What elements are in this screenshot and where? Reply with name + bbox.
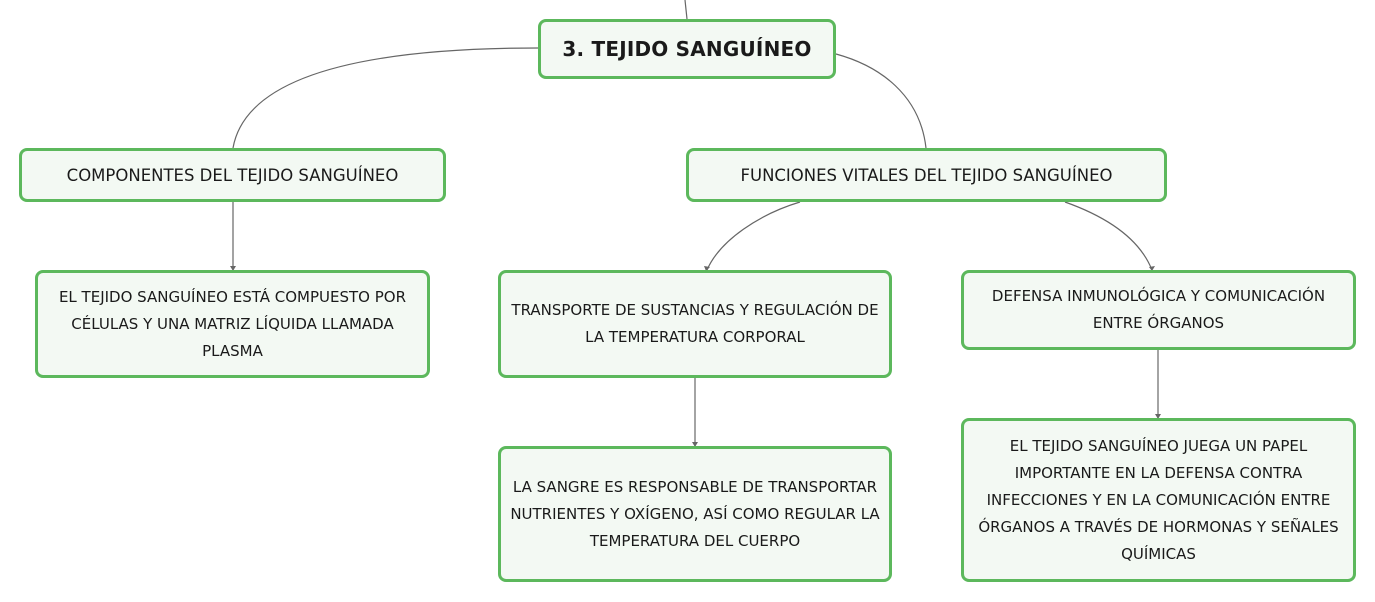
components-node[interactable]: COMPONENTES DEL TEJIDO SANGUÍNEO — [19, 148, 446, 202]
arrowhead-components-detail — [230, 266, 236, 271]
transport-node[interactable]: TRANSPORTE DE SUSTANCIAS Y REGULACIÓN DE… — [498, 270, 892, 378]
arrowhead-transport-detail — [692, 442, 698, 447]
arrowhead-functions-defense — [1149, 266, 1155, 271]
components-detail-node[interactable]: EL TEJIDO SANGUÍNEO ESTÁ COMPUESTO POR C… — [35, 270, 430, 378]
connector-functions-transport — [706, 201, 801, 271]
connector-root-functions — [835, 53, 927, 149]
defense-node-label: DEFENSA INMUNOLÓGICA Y COMUNICACIÓN ENTR… — [991, 287, 1326, 332]
functions-node[interactable]: FUNCIONES VITALES DEL TEJIDO SANGUÍNEO — [686, 148, 1167, 202]
transport-detail-label: LA SANGRE ES RESPONSABLE DE TRANSPORTAR … — [510, 477, 880, 550]
defense-node[interactable]: DEFENSA INMUNOLÓGICA Y COMUNICACIÓN ENTR… — [961, 270, 1356, 350]
transport-node-label: TRANSPORTE DE SUSTANCIAS Y REGULACIÓN DE… — [511, 301, 879, 346]
components-detail-label: EL TEJIDO SANGUÍNEO ESTÁ COMPUESTO POR C… — [58, 287, 407, 360]
root-node-label: 3. TEJIDO SANGUÍNEO — [562, 36, 812, 61]
defense-detail-node[interactable]: EL TEJIDO SANGUÍNEO JUEGA UN PAPEL IMPOR… — [961, 418, 1356, 582]
transport-detail-node[interactable]: LA SANGRE ES RESPONSABLE DE TRANSPORTAR … — [498, 446, 892, 582]
connector-root-parent — [684, 0, 688, 20]
arrowhead-functions-transport — [704, 266, 710, 271]
root-node[interactable]: 3. TEJIDO SANGUÍNEO — [538, 19, 836, 79]
arrowhead-defense-detail — [1155, 414, 1161, 419]
connector-functions-defense — [1064, 201, 1153, 271]
defense-detail-label: EL TEJIDO SANGUÍNEO JUEGA UN PAPEL IMPOR… — [978, 436, 1339, 563]
functions-node-label: FUNCIONES VITALES DEL TEJIDO SANGUÍNEO — [740, 165, 1113, 185]
connector-root-components — [232, 47, 539, 149]
components-node-label: COMPONENTES DEL TEJIDO SANGUÍNEO — [66, 165, 399, 185]
